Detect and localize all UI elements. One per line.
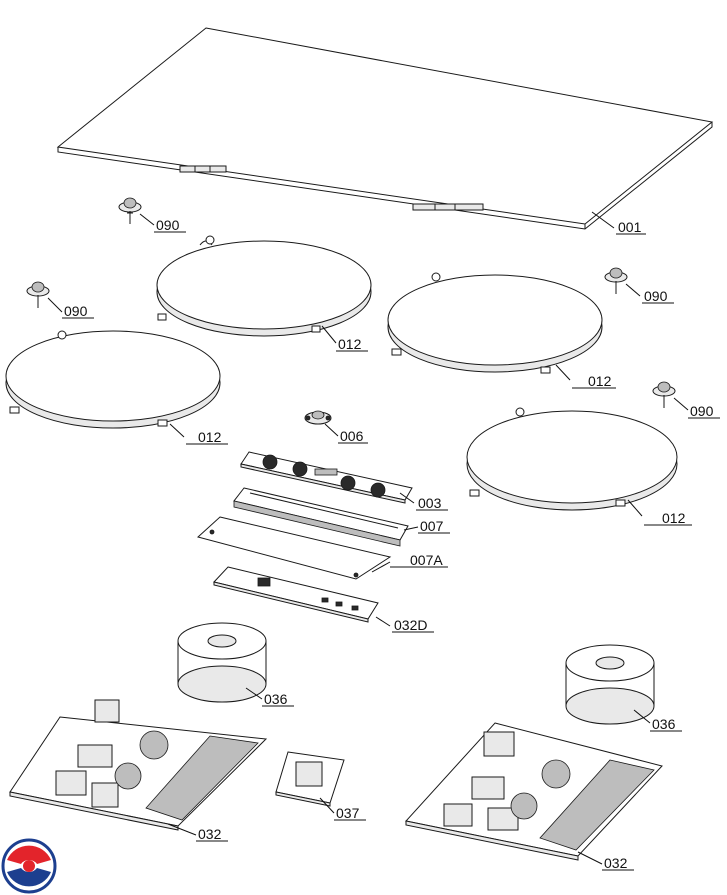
part-label-090: 090 bbox=[64, 303, 88, 319]
display-panel[interactable] bbox=[240, 451, 413, 504]
control-board[interactable] bbox=[213, 566, 379, 623]
display-frame[interactable] bbox=[233, 487, 409, 547]
cooling-fan-left[interactable] bbox=[177, 622, 267, 703]
part-label-007: 007 bbox=[420, 518, 444, 534]
part-label-007A: 007A bbox=[410, 552, 443, 568]
part-label-090: 090 bbox=[644, 288, 668, 304]
part-label-036: 036 bbox=[652, 716, 676, 732]
induction-coil-right[interactable] bbox=[387, 272, 603, 374]
power-board-right[interactable] bbox=[405, 722, 663, 861]
part-label-003: 003 bbox=[418, 495, 442, 511]
part-label-012: 012 bbox=[662, 510, 686, 526]
display-film[interactable] bbox=[196, 516, 392, 580]
part-label-006: 006 bbox=[340, 428, 364, 444]
part-label-001: 001 bbox=[618, 219, 642, 235]
part-label-032: 032 bbox=[604, 855, 628, 871]
emi-filter-module[interactable] bbox=[275, 751, 345, 807]
part-label-036: 036 bbox=[264, 691, 288, 707]
mounting-bracket-icon[interactable] bbox=[652, 381, 676, 408]
mounting-bracket-icon[interactable] bbox=[118, 197, 142, 224]
part-label-090: 090 bbox=[690, 403, 714, 419]
part-label-032D: 032D bbox=[394, 617, 427, 633]
part-label-037: 037 bbox=[336, 805, 360, 821]
part-label-012: 012 bbox=[198, 429, 222, 445]
part-label-090: 090 bbox=[156, 217, 180, 233]
power-board-left[interactable] bbox=[9, 699, 268, 831]
induction-coil-bottom[interactable] bbox=[466, 407, 678, 511]
glass-cooktop-panel[interactable] bbox=[56, 27, 714, 230]
leader-lines bbox=[47, 211, 689, 865]
induction-coil-left[interactable] bbox=[5, 330, 221, 429]
cooling-fan-right[interactable] bbox=[565, 644, 655, 725]
mounting-bracket-icon[interactable] bbox=[604, 267, 628, 294]
induction-coil-top[interactable] bbox=[156, 235, 372, 337]
temperature-sensor-icon[interactable] bbox=[304, 410, 332, 425]
mounting-bracket-icon[interactable] bbox=[26, 281, 50, 308]
part-label-032: 032 bbox=[198, 826, 222, 842]
part-label-012: 012 bbox=[338, 336, 362, 352]
part-labels: 001 090 090 090 090 012 012 012 012 006 … bbox=[62, 217, 720, 871]
part-label-012: 012 bbox=[588, 373, 612, 389]
brand-logo-icon bbox=[1, 838, 57, 894]
